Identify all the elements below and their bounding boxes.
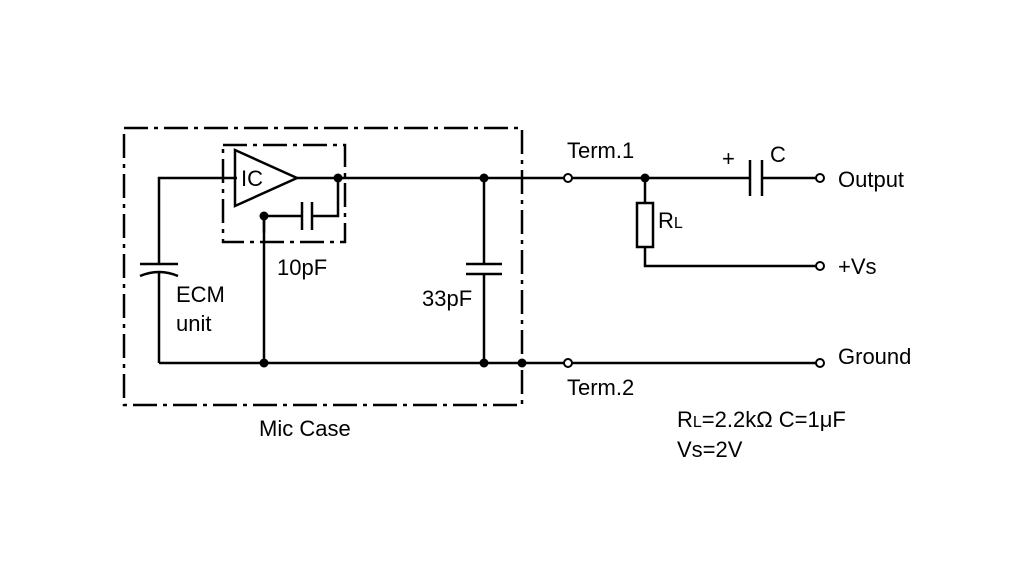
cap-c-label: C bbox=[770, 142, 786, 167]
junction-ic-ground bbox=[259, 358, 269, 368]
ecm-label-line1: ECM bbox=[176, 282, 225, 307]
terminal-term2 bbox=[563, 358, 573, 368]
term2-label: Term.2 bbox=[567, 375, 634, 400]
wire-10pf-right bbox=[312, 178, 340, 218]
cap-10pf-label: 10pF bbox=[277, 255, 327, 280]
terminal-ground bbox=[815, 358, 825, 368]
wire-ecm-to-ic bbox=[157, 176, 237, 264]
vs-label: +Vs bbox=[838, 254, 877, 279]
junction-33pf-ground bbox=[479, 358, 489, 368]
ecm-label-line2: unit bbox=[176, 311, 211, 336]
rl-label: RL bbox=[658, 208, 683, 233]
spec-r-value: =2.2kΩ C=1μF bbox=[702, 407, 846, 432]
junction-33pf-top bbox=[479, 173, 489, 183]
ic-package-boundary bbox=[221, 143, 347, 244]
wire-rl-to-vs bbox=[643, 247, 820, 268]
mic-case-label: Mic Case bbox=[259, 416, 351, 441]
terminal-vs bbox=[815, 261, 825, 271]
terminal-output bbox=[815, 173, 825, 183]
output-label: Output bbox=[838, 167, 904, 192]
junction-ic-feedback bbox=[259, 211, 269, 221]
rl-label-main: R bbox=[658, 208, 674, 233]
cap-c-polarity: + bbox=[722, 146, 735, 171]
junction-ic-output bbox=[333, 173, 343, 183]
wire-10pf-left bbox=[262, 214, 302, 233]
junction-rl-top bbox=[640, 173, 650, 183]
junction-case-ground bbox=[517, 358, 527, 368]
cap-33pf-label: 33pF bbox=[422, 286, 472, 311]
mic-case-boundary bbox=[122, 126, 524, 407]
ic-label: IC bbox=[241, 166, 263, 191]
terminal-term1 bbox=[563, 173, 573, 183]
resistor-rl bbox=[635, 201, 655, 249]
spec-r-sub: L bbox=[693, 414, 702, 431]
term1-label: Term.1 bbox=[567, 138, 634, 163]
spec-r-main: R bbox=[677, 407, 693, 432]
spec-vs: Vs=2V bbox=[677, 437, 743, 462]
ic-amplifier-symbol bbox=[233, 148, 301, 208]
ground-label: Ground bbox=[838, 344, 911, 369]
spec-rl-c: RL=2.2kΩ C=1μF bbox=[677, 407, 846, 432]
rl-label-sub: L bbox=[674, 215, 683, 232]
